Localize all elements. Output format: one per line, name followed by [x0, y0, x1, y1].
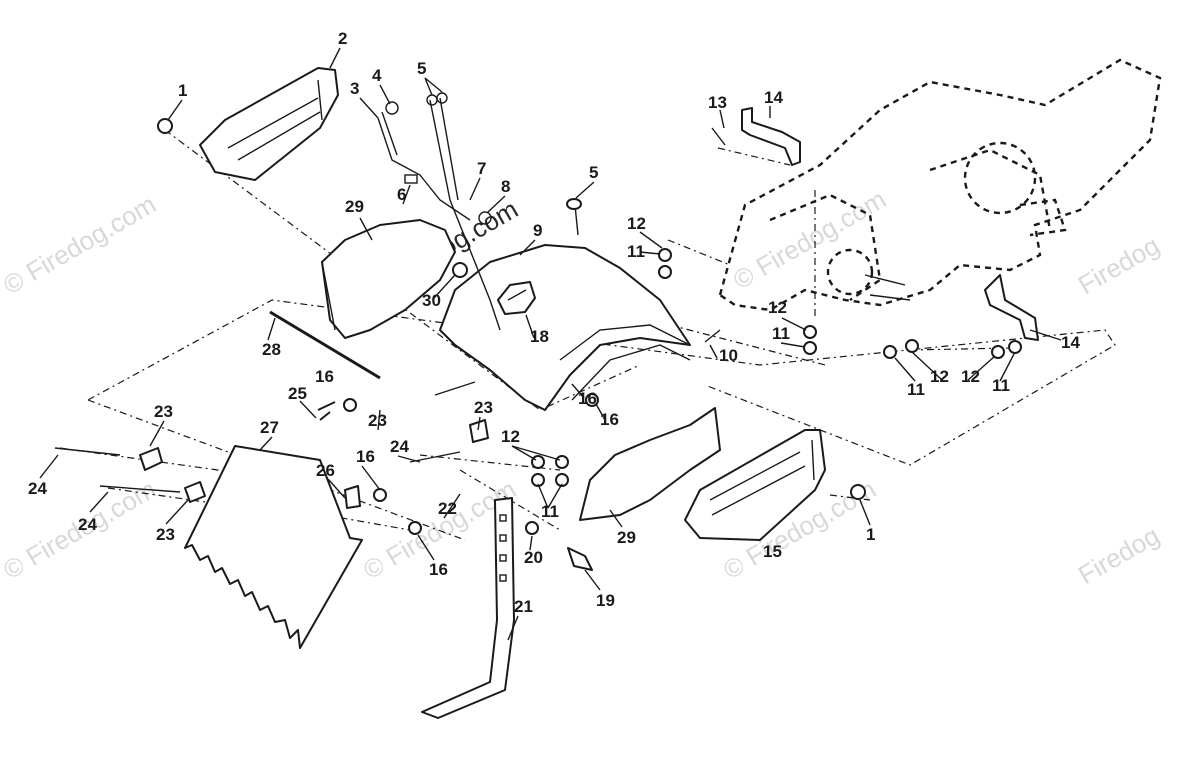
callout-label: 16	[356, 447, 375, 466]
watermark: Firedog	[1073, 520, 1164, 590]
callout-label: 16	[315, 367, 334, 386]
callout-label: 7	[477, 159, 486, 178]
callout-label: 9	[533, 221, 542, 240]
callout-label: 1	[866, 525, 875, 544]
callout-label: 25	[288, 384, 307, 403]
callout-label: 5	[589, 163, 598, 182]
callout-label: 5	[417, 59, 426, 78]
callout-label: 19	[596, 591, 615, 610]
watermark: Firedog	[1073, 230, 1164, 300]
callout-label: 26	[316, 461, 335, 480]
callout-labels: 1 2 3 4 5 5 6 7 8 9 10 11 11 11 11 11 12…	[28, 29, 1080, 616]
hood-latch	[497, 281, 536, 315]
callout-label: 1	[178, 81, 187, 100]
side-shield-right	[684, 429, 826, 541]
callout-label: 16	[429, 560, 448, 579]
callout-label: 15	[763, 542, 782, 561]
callout-label: 11	[627, 242, 645, 261]
callout-label: 12	[961, 367, 980, 386]
callout-label: 24	[28, 479, 47, 498]
callout-label: 11	[992, 376, 1010, 395]
tine-hood	[439, 244, 691, 411]
callout-label: 20	[524, 548, 543, 567]
lift-rod-assembly	[377, 92, 501, 331]
callout-label: 12	[768, 298, 787, 317]
gearbox-housing	[718, 58, 1162, 312]
callout-label: 11	[772, 324, 790, 343]
side-shield-left	[199, 67, 339, 181]
depth-stake	[421, 497, 515, 719]
fender-left	[321, 219, 456, 339]
assembly-lines	[59, 129, 1116, 541]
callout-label: 24	[390, 437, 409, 456]
callout-label: 8	[501, 177, 510, 196]
callout-label: 18	[530, 327, 549, 346]
callout-label: 22	[438, 499, 457, 518]
callout-label: 10	[719, 346, 738, 365]
callout-label: 23	[368, 411, 387, 430]
callout-label: 14	[1061, 333, 1080, 352]
callout-label: 29	[345, 197, 364, 216]
rod	[269, 310, 381, 380]
leader-lines	[39, 47, 1062, 641]
fender-right	[579, 407, 721, 521]
callout-label: 16	[600, 410, 619, 429]
callout-label: 14	[764, 88, 783, 107]
callout-label: 3	[350, 79, 359, 98]
callout-label: 11	[907, 380, 925, 399]
callout-label: 12	[501, 427, 520, 446]
callout-label: 13	[708, 93, 727, 112]
callout-label: 21	[514, 597, 533, 616]
callout-label: 6	[397, 185, 406, 204]
callout-label: 11	[541, 502, 559, 521]
fasteners	[54, 118, 1022, 571]
bracket-14-lower	[984, 274, 1039, 341]
callout-label: 24	[78, 515, 97, 534]
callout-label: 12	[627, 214, 646, 233]
bracket-14-upper	[741, 107, 801, 166]
callout-label: 29	[617, 528, 636, 547]
callout-label: 2	[338, 29, 347, 48]
callout-label: 12	[930, 367, 949, 386]
callout-label: 16	[578, 389, 597, 408]
callout-label: 23	[154, 402, 173, 421]
callout-label: 23	[156, 525, 175, 544]
callout-label: 23	[474, 398, 493, 417]
tailgate-flap	[184, 445, 363, 649]
watermark: © Firedog.com	[0, 189, 161, 300]
callout-label: 27	[260, 418, 279, 437]
callout-label: 4	[372, 66, 382, 85]
callout-label: 28	[262, 340, 281, 359]
